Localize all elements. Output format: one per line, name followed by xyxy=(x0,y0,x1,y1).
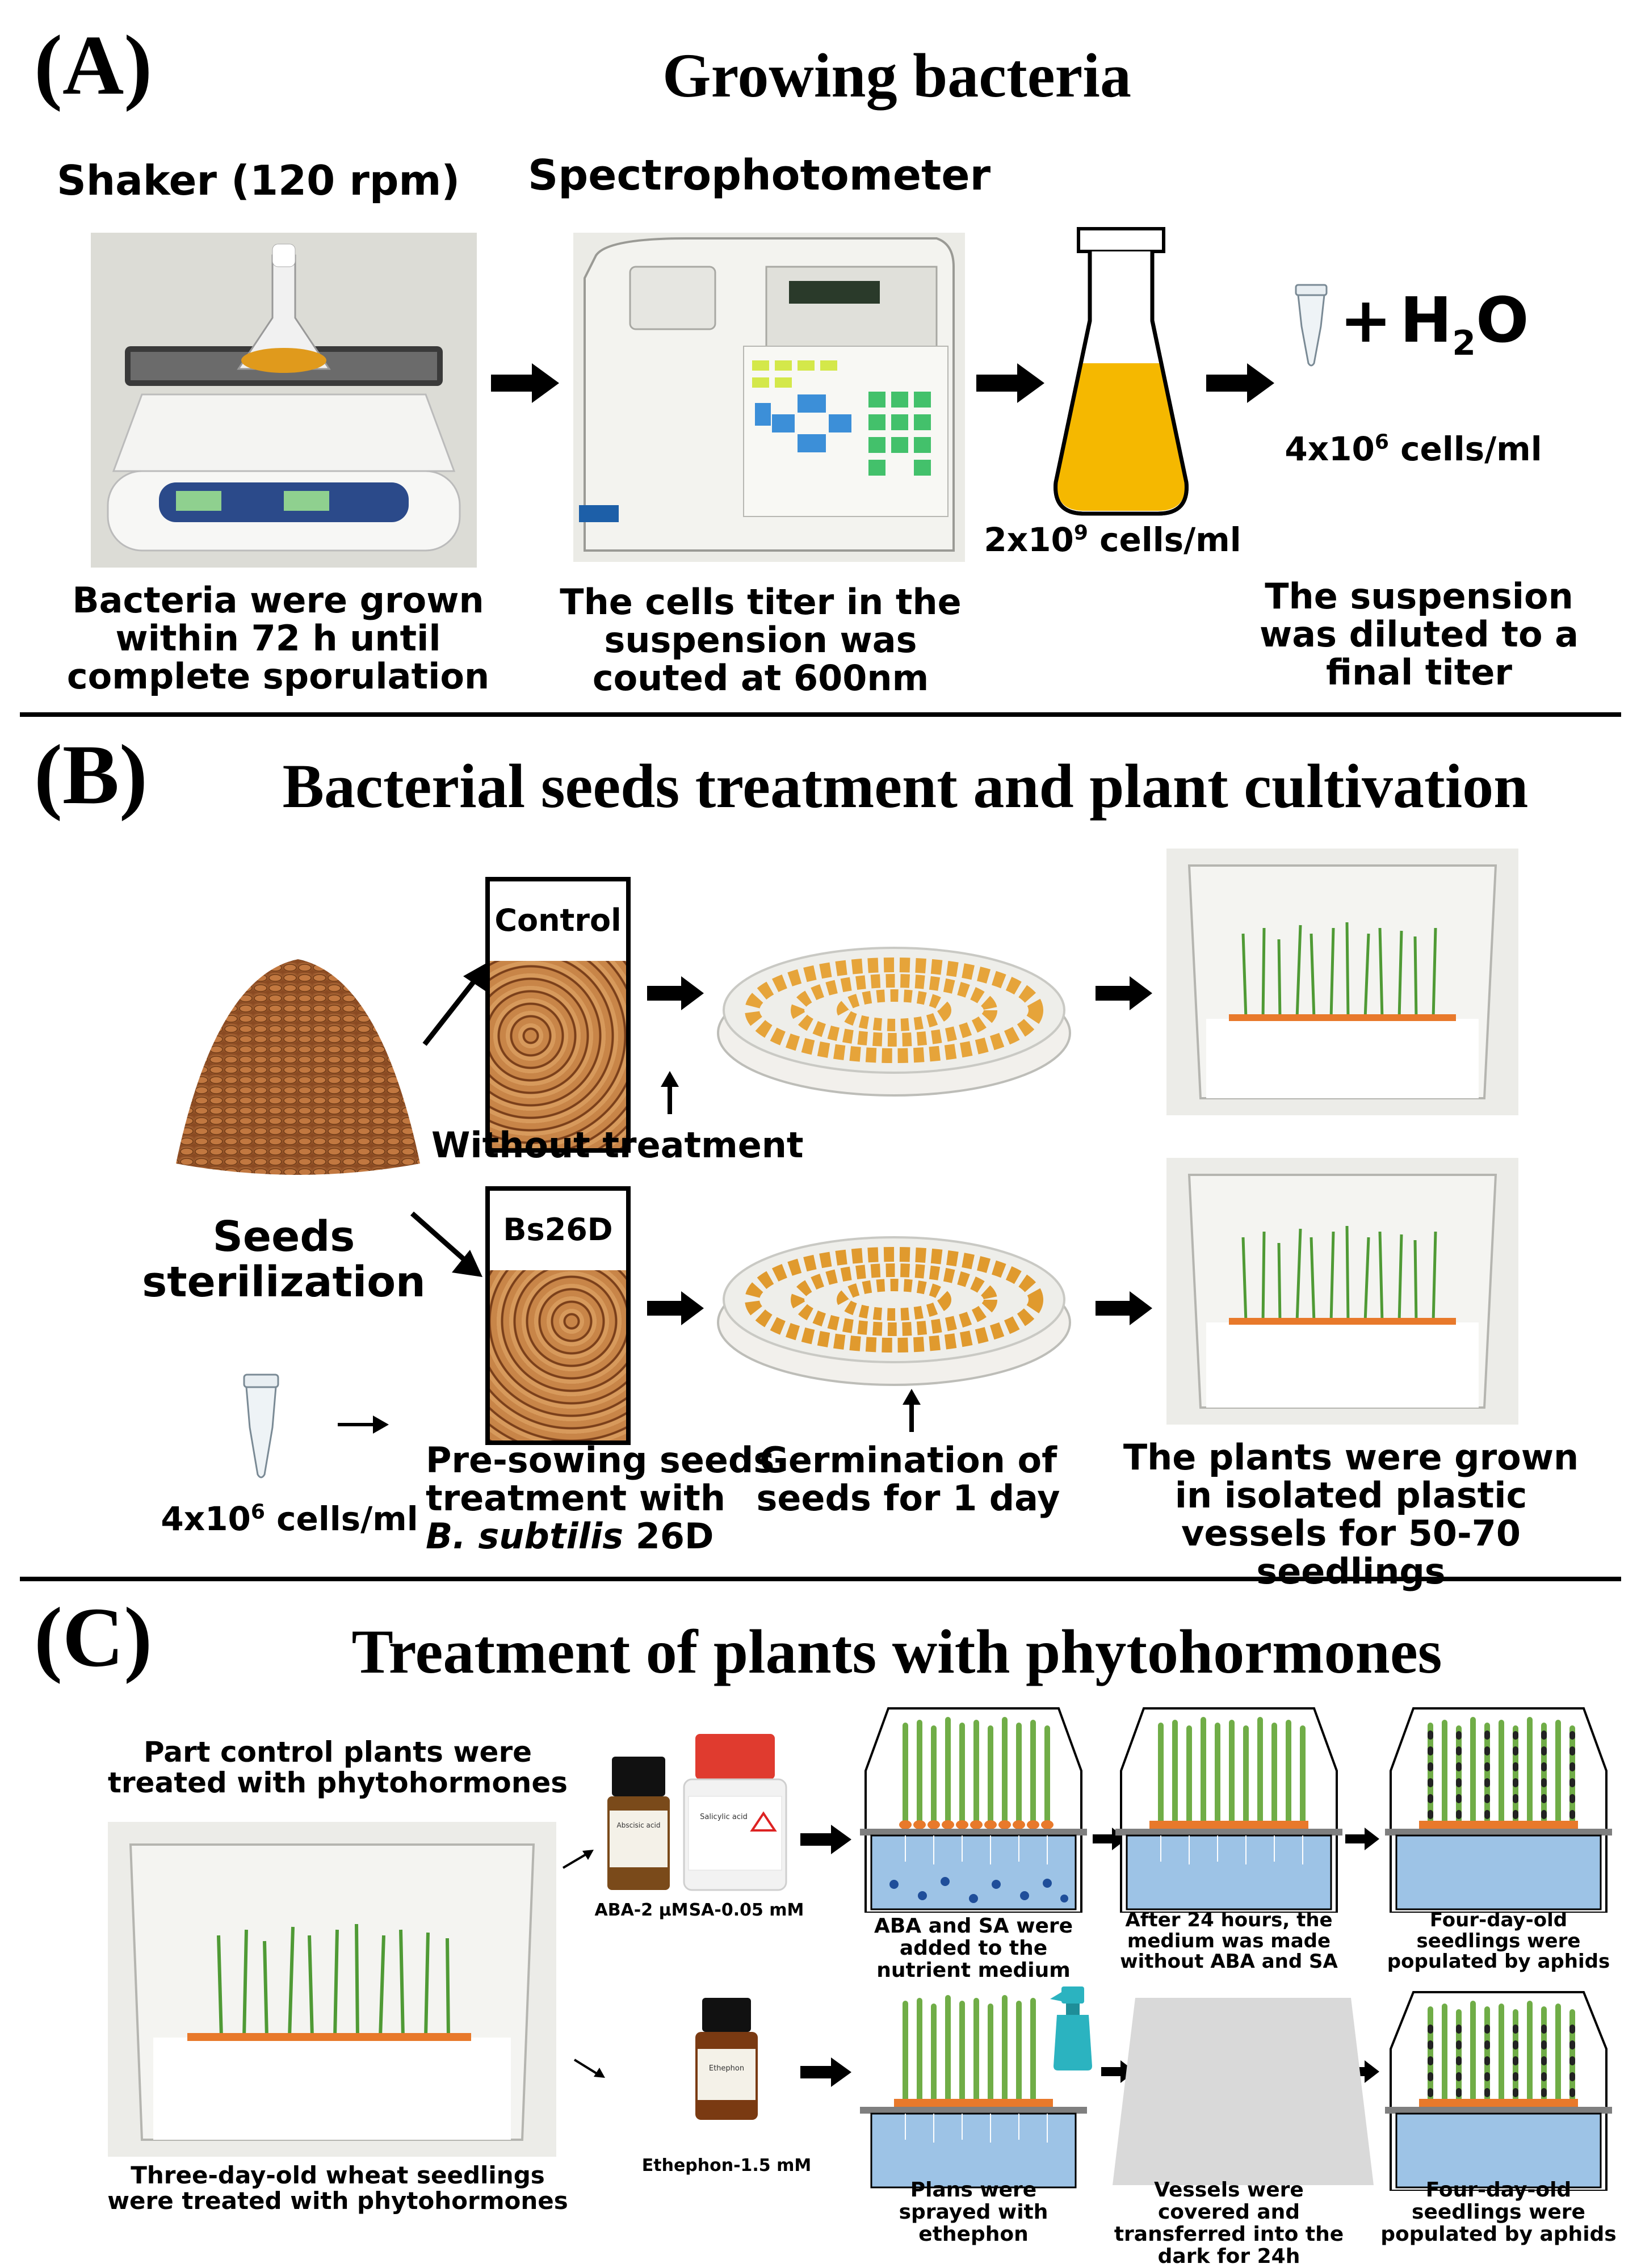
section-b-letter: (B) xyxy=(34,728,148,822)
vessel-diagram-aphids-2 xyxy=(1385,1986,1612,2191)
arrow-flask-to-dilution xyxy=(1206,363,1274,403)
plus-h2o: +H2O xyxy=(1340,284,1529,363)
up-arrow-control xyxy=(660,1070,680,1115)
arrow-to-control xyxy=(420,959,494,1050)
arrow-control-to-dish xyxy=(647,976,704,1010)
vessel-diagram-after24 xyxy=(1115,1703,1342,1913)
step-sprayed-caption: Plans were sprayed with ethephon xyxy=(899,2178,1048,2246)
section-c-title: Treatment of plants with phytohormones xyxy=(351,1617,1442,1686)
step-four-day-caption-1: Four-day-old seedlings were populated by… xyxy=(1387,1909,1610,1973)
section-b-title: Bacterial seeds treatment and plant cult… xyxy=(282,751,1529,821)
spectro-caption: The cells titer in the suspension was co… xyxy=(560,581,962,699)
arrow-cover-to-final xyxy=(1345,2060,1379,2083)
section-a-letter: (A) xyxy=(34,18,153,112)
up-arrow-germination xyxy=(901,1388,922,1433)
ethephon-bottle-label: Ethephon xyxy=(709,2064,744,2073)
ethephon-bottle: Ethephon xyxy=(690,1998,763,2123)
divider-a-b xyxy=(20,712,1621,717)
control-seeds-image xyxy=(490,961,626,1148)
flask-titer: 2x109 cells/ml xyxy=(984,520,1241,559)
spectro-title: Spectrophotometer xyxy=(528,151,991,200)
vessel-diagram-aphids-1 xyxy=(1385,1703,1612,1913)
control-seed-box: Control xyxy=(485,877,631,1153)
divider-b-c xyxy=(20,1577,1621,1581)
step-covered-caption: Vessels were covered and transferred int… xyxy=(1114,2178,1344,2268)
arrow-dish-to-vessel-2 xyxy=(1096,1291,1152,1325)
dilution-caption: The suspension was diluted to a final ti… xyxy=(1260,576,1579,693)
aba-label: ABA-2 µM xyxy=(594,1900,689,1920)
sa-bottle: Salicylic acid xyxy=(678,1734,792,1893)
arrow-step2-to-step3 xyxy=(1345,1828,1379,1850)
plastic-vessel-photo-2 xyxy=(1166,1158,1518,1425)
vessel-diagram-aba-sa xyxy=(860,1703,1087,1913)
sa-label: SA-0.05 mM xyxy=(689,1900,804,1920)
arrow-photo-to-bottles xyxy=(562,1847,596,1870)
arrow-bs26d-to-dish xyxy=(647,1291,704,1325)
germination-caption: Germination of seeds for 1 day xyxy=(756,1439,1060,1519)
section-c-letter: (C) xyxy=(34,1590,153,1685)
flask-icon xyxy=(1027,224,1215,519)
ethephon-label: Ethephon-1.5 mM xyxy=(641,2156,812,2175)
arrow-photo-to-ethephon xyxy=(573,2057,607,2080)
arrow-tube-to-bs26d xyxy=(338,1413,389,1436)
shaker-caption: Bacteria were grown within 72 h until co… xyxy=(66,579,490,697)
section-a-title: Growing bacteria xyxy=(662,41,1131,110)
arrow-dish-to-vessel-1 xyxy=(1096,976,1152,1010)
control-label: Control xyxy=(494,902,622,938)
microtube-icon-b xyxy=(238,1374,284,1481)
shaker-title: Shaker (120 rpm) xyxy=(57,157,460,204)
step-aba-sa-caption: ABA and SA were added to the nutrient me… xyxy=(874,1914,1073,1982)
spectrophotometer-photo xyxy=(573,233,965,562)
aba-bottle: Abscisic acid xyxy=(602,1757,675,1893)
step-after24-caption: After 24 hours, the medium was made with… xyxy=(1120,1909,1338,1973)
petri-dish-control xyxy=(710,914,1078,1107)
plastic-vessel-photo-1 xyxy=(1166,849,1518,1115)
dark-cover xyxy=(1113,1998,1374,2185)
aba-bottle-label: Abscisic acid xyxy=(617,1821,661,1829)
shaker-photo xyxy=(91,233,477,568)
vessel-diagram-sprayed xyxy=(860,1986,1087,2191)
plants-grown-caption: The plants were grown in isolated plasti… xyxy=(1123,1437,1579,1592)
sa-bottle-label: Salicylic acid xyxy=(700,1813,748,1821)
part-control-caption: Part control plants were treated with ph… xyxy=(107,1736,568,1799)
three-day-caption: Three-day-old wheat seedlings were treat… xyxy=(107,2161,568,2215)
microtube-icon xyxy=(1291,284,1331,369)
arrow-bottles-to-step1 xyxy=(800,1825,851,1854)
arrow-ethephon-to-spray xyxy=(800,2057,851,2087)
three-day-vessel-photo xyxy=(108,1822,556,2157)
bs26d-label: Bs26D xyxy=(503,1212,613,1248)
sprayer-icon xyxy=(1044,1986,1096,2072)
bs26d-seed-box: Bs26D xyxy=(485,1186,631,1445)
seed-pile-image xyxy=(165,942,431,1192)
step-four-day-caption-2: Four-day-old seedlings were populated by… xyxy=(1380,2178,1617,2246)
titer-b: 4x106 cells/ml xyxy=(161,1500,418,1538)
without-treatment: Without treatment xyxy=(431,1124,804,1166)
arrow-to-bs26d xyxy=(409,1209,488,1283)
arrow-shaker-to-spectro xyxy=(491,363,559,403)
arrow-spectro-to-flask xyxy=(976,363,1044,403)
petri-dish-bs26d xyxy=(710,1203,1078,1396)
final-titer: 4x106 cells/ml xyxy=(1285,430,1542,468)
bs26d-seeds-image xyxy=(490,1270,626,1440)
